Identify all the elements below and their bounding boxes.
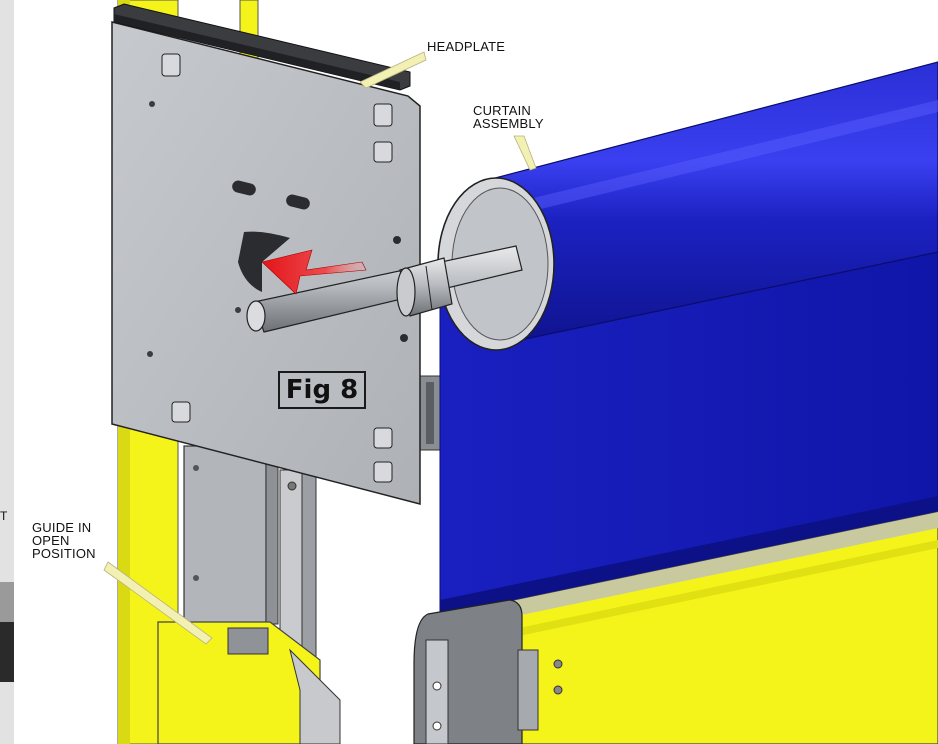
bottom-bracket — [413, 599, 563, 744]
guide-open-position-label: GUIDE IN OPEN POSITION — [32, 520, 96, 561]
curtain-assembly-label: CURTAIN ASSEMBLY — [473, 103, 544, 131]
side-bracket — [417, 375, 443, 451]
figure-number-label: Fig 8 — [278, 371, 366, 409]
headplate-bolts — [161, 53, 393, 483]
edge-fragment-label: T — [0, 509, 8, 523]
drive-shaft — [246, 245, 523, 333]
blue-curtain — [439, 243, 938, 616]
left-edge-panel — [0, 0, 14, 744]
callout-leaders — [103, 51, 537, 645]
headplate-label: HEADPLATE — [427, 39, 506, 54]
yellow-guide-lower — [157, 621, 341, 744]
direction-arrow — [261, 249, 367, 295]
